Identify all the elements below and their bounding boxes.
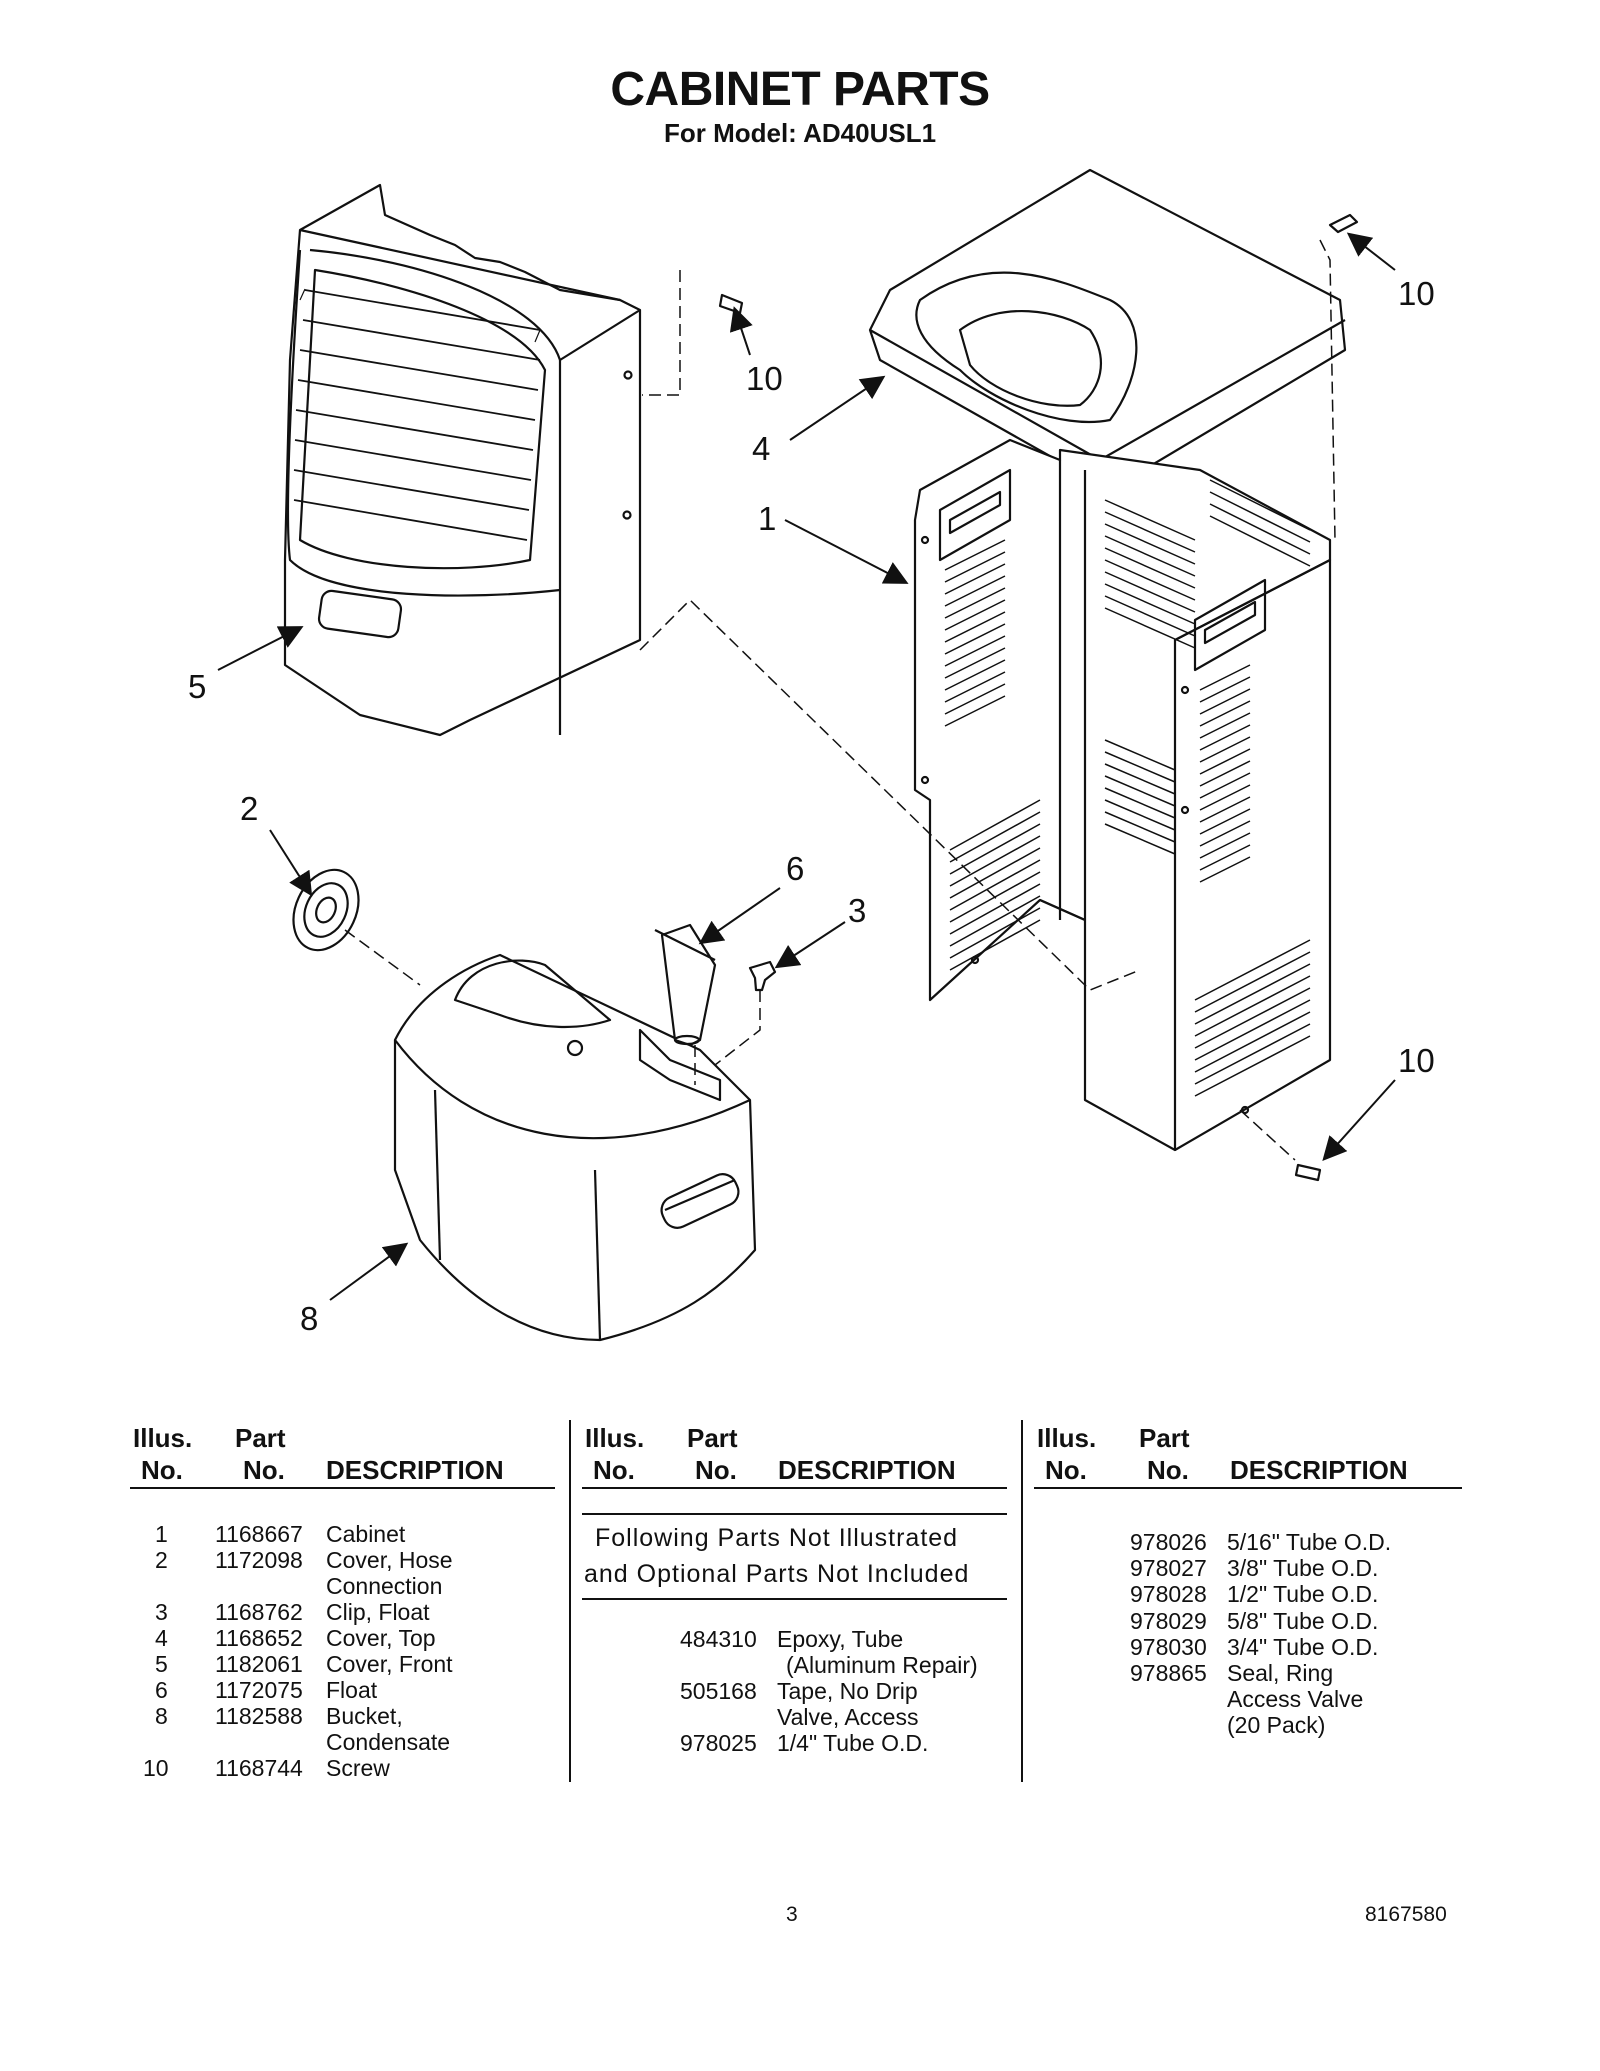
model-subtitle: For Model: AD40USL1 [663,118,937,148]
col3-illus-no-header: No. [1045,1455,1087,1485]
col2-illus-header: Illus. [585,1423,645,1453]
col2-part-header: Part [687,1423,738,1453]
callout-8: 8 [300,1300,318,1337]
col2-illus-no-header: No. [593,1455,635,1485]
callout-1: 1 [758,500,776,537]
col1-illus-header: Illus. [133,1423,193,1453]
page-title: CABINET PARTS [610,63,990,116]
page-number: 3 [786,1903,798,1926]
column-divider-left [569,1420,571,1782]
hose-cover-part [292,868,360,952]
not-illustrated-note-line1: Following Parts Not Illustrated [595,1524,959,1552]
col3-part-header: Part [1139,1423,1190,1453]
callout-10-lower: 10 [1398,1042,1435,1079]
col1-part-header: Part [235,1423,286,1453]
col2-part-no-header: No. [695,1455,737,1485]
note-top-rule [582,1513,1007,1515]
column-divider-right [1021,1420,1023,1782]
callout-5: 5 [188,668,206,705]
col3-description-header: DESCRIPTION [1230,1455,1408,1485]
col3-header-rule [1034,1487,1462,1489]
exploded-parts-diagram: 10 10 4 1 5 2 6 3 10 8 [188,168,1435,1342]
callout-10-upper: 10 [746,360,783,397]
note-bottom-rule [582,1598,1007,1600]
float-part [654,923,717,1047]
top-cover-part [868,168,1347,492]
col3-part-no-header: No. [1147,1455,1189,1485]
col1-header-rule [130,1487,555,1489]
col2-description-header: DESCRIPTION [778,1455,956,1485]
col1-description-header: DESCRIPTION [326,1455,504,1485]
callout-10-right: 10 [1398,275,1435,312]
col3-illus-header: Illus. [1037,1423,1097,1453]
front-cover-part [283,183,642,737]
document-number: 8167580 [1365,1903,1447,1926]
not-illustrated-note-line2: and Optional Parts Not Included [584,1560,970,1588]
cabinet-part [913,438,1332,1152]
col1-illus-no-header: No. [141,1455,183,1485]
float-clip-part [748,960,777,992]
callout-3: 3 [848,892,866,929]
col1-part-no-header: No. [243,1455,285,1485]
col2-header-rule [582,1487,1007,1489]
bucket-part [393,953,757,1342]
callout-2: 2 [240,790,258,827]
callout-4: 4 [752,430,770,467]
callout-6: 6 [786,850,804,887]
